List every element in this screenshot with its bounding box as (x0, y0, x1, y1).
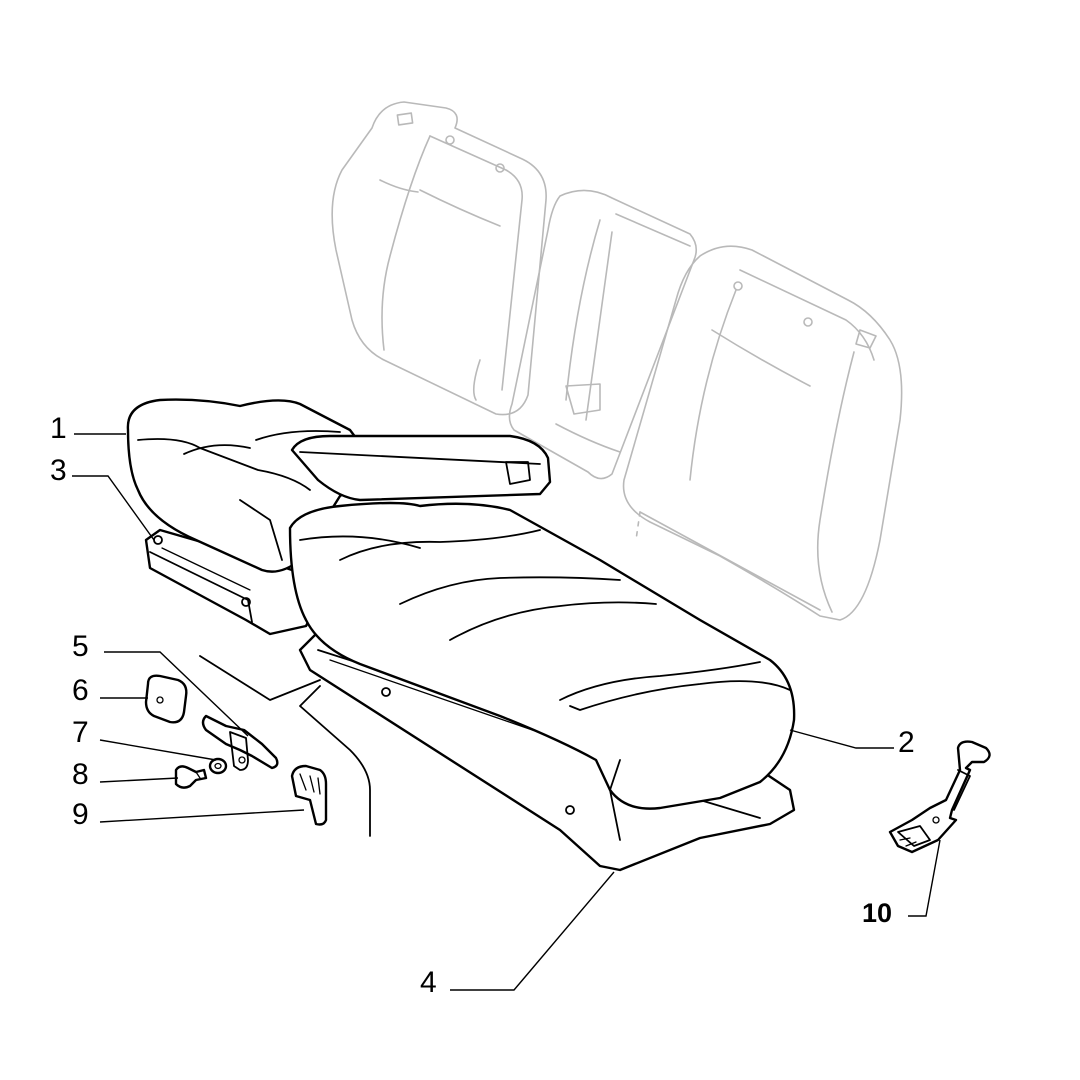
callout-4: 4 (420, 966, 437, 999)
callout-6: 6 (72, 674, 89, 707)
seat-latch (888, 740, 991, 854)
small-parts (144, 655, 371, 837)
right-seat-cushion (288, 501, 796, 810)
callout-8: 8 (72, 758, 89, 791)
callout-1: 1 (50, 412, 67, 445)
callout-3: 3 (50, 454, 67, 487)
callout-7: 7 (72, 716, 89, 749)
callout-5: 5 (72, 630, 89, 663)
callout-10: 10 (862, 898, 893, 928)
callout-2: 2 (898, 726, 915, 759)
backrest-ghost (331, 101, 903, 621)
callout-9: 9 (72, 798, 89, 831)
leader-lines (72, 433, 941, 991)
